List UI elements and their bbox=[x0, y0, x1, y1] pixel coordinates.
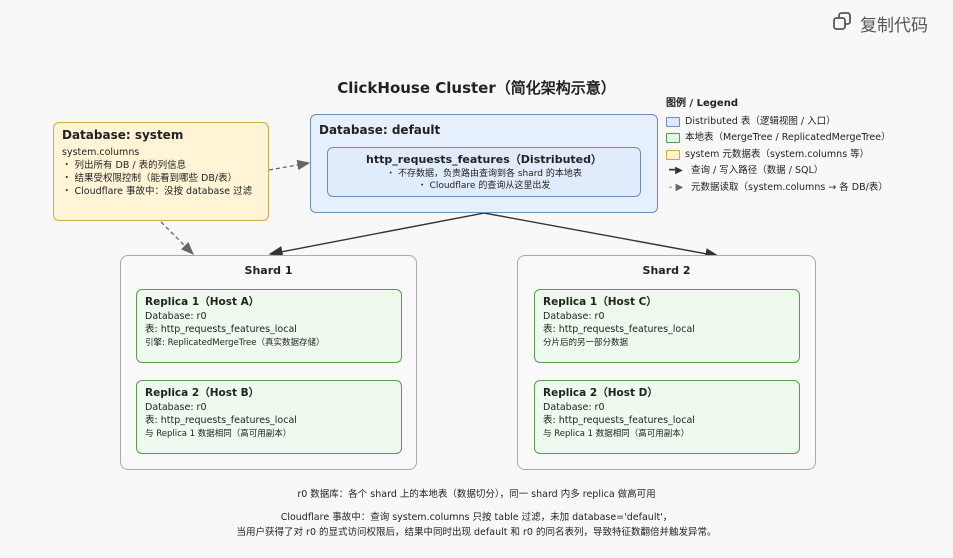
footer-incident-line: 当用户获得了对 r0 的显式访问权限后，结果中同时出现 default 和 r0… bbox=[236, 527, 717, 538]
shard-title: Shard 1 bbox=[244, 264, 293, 277]
replica-db: Database: r0 bbox=[543, 310, 605, 322]
shard-title: Shard 2 bbox=[642, 264, 691, 277]
copy-code-label: 复制代码 bbox=[860, 15, 928, 36]
distributed-table-box: http_requests_features（Distributed） ・ 不存… bbox=[327, 147, 641, 197]
metadata-arrow-to-shard1 bbox=[160, 221, 194, 255]
default-database-box: Database: default http_requests_features… bbox=[310, 114, 658, 213]
replica-table: 表: http_requests_features_local bbox=[145, 324, 297, 335]
replica-note: 与 Replica 1 数据相同（高可用副本） bbox=[145, 428, 292, 439]
replica-note: 分片后的另一部分数据 bbox=[543, 337, 629, 348]
replica-box: Replica 1（Host C） Database: r0 表: http_r… bbox=[534, 289, 800, 363]
replica-table: 表: http_requests_features_local bbox=[543, 415, 695, 426]
replica-title: Replica 2（Host B） bbox=[145, 387, 260, 399]
legend-item-local: 本地表（MergeTree / ReplicatedMergeTree） bbox=[666, 130, 891, 147]
replica-db: Database: r0 bbox=[543, 401, 605, 413]
replica-db: Database: r0 bbox=[145, 401, 207, 413]
replica-table: 表: http_requests_features_local bbox=[543, 324, 695, 335]
distributed-bullet: ・ Cloudflare 的查询从这里出发 bbox=[417, 181, 551, 191]
system-bullet: ・ 结果受权限控制（能看到哪些 DB/表） bbox=[62, 173, 238, 184]
replica-db: Database: r0 bbox=[145, 310, 207, 322]
metadata-arrow-to-default bbox=[268, 159, 311, 171]
legend-swatch-blue bbox=[666, 116, 680, 127]
diagram-title: ClickHouse Cluster（简化架构示意） bbox=[337, 79, 616, 97]
replica-box: Replica 1（Host A） Database: r0 表: http_r… bbox=[136, 289, 402, 363]
system-bullet: ・ 列出所有 DB / 表的列信息 bbox=[62, 160, 187, 171]
legend-title: 图例 / Legend bbox=[666, 98, 738, 109]
shard-2: Shard 2 Replica 1（Host C） Database: r0 表… bbox=[517, 255, 816, 470]
legend-item-metadata-read: - ▶ 元数据读取（system.columns → 各 DB/表） bbox=[666, 180, 891, 197]
dashed-arrow-icon: - ▶ bbox=[668, 181, 684, 193]
legend: 图例 / Legend Distributed 表（逻辑视图 / 入口） 本地表… bbox=[666, 96, 891, 196]
footer-incident-line: Cloudflare 事故中：查询 system.columns 只按 tabl… bbox=[280, 512, 673, 523]
replica-note: 与 Replica 1 数据相同（高可用副本） bbox=[543, 428, 690, 439]
solid-arrow-icon: ━▶ bbox=[669, 165, 683, 176]
legend-label: 元数据读取（system.columns → 各 DB/表） bbox=[691, 181, 888, 193]
system-database-box: Database: system system.columns ・ 列出所有 D… bbox=[53, 122, 269, 221]
copy-code-button[interactable]: 复制代码 bbox=[832, 10, 928, 36]
legend-swatch-yellow bbox=[666, 149, 680, 160]
query-arrow-to-shard2 bbox=[483, 212, 720, 260]
replica-title: Replica 2（Host D） bbox=[543, 387, 658, 399]
replica-note: 引擎: ReplicatedMergeTree（真实数据存储） bbox=[145, 337, 325, 348]
system-db-title: Database: system bbox=[62, 128, 184, 142]
shard-1: Shard 1 Replica 1（Host A） Database: r0 表… bbox=[120, 255, 417, 470]
legend-item-distributed: Distributed 表（逻辑视图 / 入口） bbox=[666, 114, 891, 131]
legend-item-query-path: ━▶ 查询 / 写入路径（数据 / SQL） bbox=[666, 163, 891, 180]
legend-label: Distributed 表（逻辑视图 / 入口） bbox=[685, 115, 836, 127]
default-db-title: Database: default bbox=[319, 123, 441, 137]
replica-box: Replica 2（Host B） Database: r0 表: http_r… bbox=[136, 380, 402, 454]
system-bullet: ・ Cloudflare 事故中：没按 database 过滤 bbox=[62, 186, 253, 197]
legend-item-system: system 元数据表（system.columns 等） bbox=[666, 147, 891, 164]
replica-title: Replica 1（Host C） bbox=[543, 296, 657, 308]
legend-label: 本地表（MergeTree / ReplicatedMergeTree） bbox=[685, 132, 891, 143]
footer-note-r0: r0 数据库：各个 shard 上的本地表（数据切分），同一 shard 内多 … bbox=[297, 489, 656, 500]
distributed-bullet: ・ 不存数据，负责路由查询到各 shard 的本地表 bbox=[386, 169, 582, 179]
replica-table: 表: http_requests_features_local bbox=[145, 415, 297, 426]
copy-icon bbox=[832, 11, 852, 36]
legend-swatch-green bbox=[666, 133, 680, 144]
legend-label: system 元数据表（system.columns 等） bbox=[685, 148, 870, 160]
system-columns-label: system.columns bbox=[62, 147, 140, 158]
replica-title: Replica 1（Host A） bbox=[145, 296, 260, 308]
replica-box: Replica 2（Host D） Database: r0 表: http_r… bbox=[534, 380, 800, 454]
distributed-table-title: http_requests_features（Distributed） bbox=[365, 153, 603, 166]
footer-note-incident: Cloudflare 事故中：查询 system.columns 只按 tabl… bbox=[0, 510, 953, 540]
query-arrow-to-shard1 bbox=[268, 212, 485, 258]
legend-label: 查询 / 写入路径（数据 / SQL） bbox=[691, 165, 824, 176]
